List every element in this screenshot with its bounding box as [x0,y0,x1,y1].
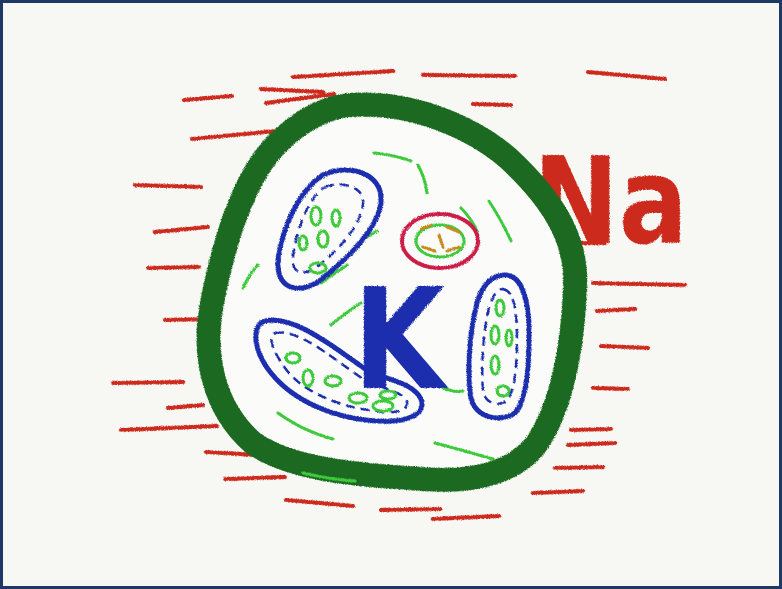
organelle-right [469,275,529,418]
cell-illustration: Na [3,3,779,586]
potassium-label: K [353,259,449,422]
